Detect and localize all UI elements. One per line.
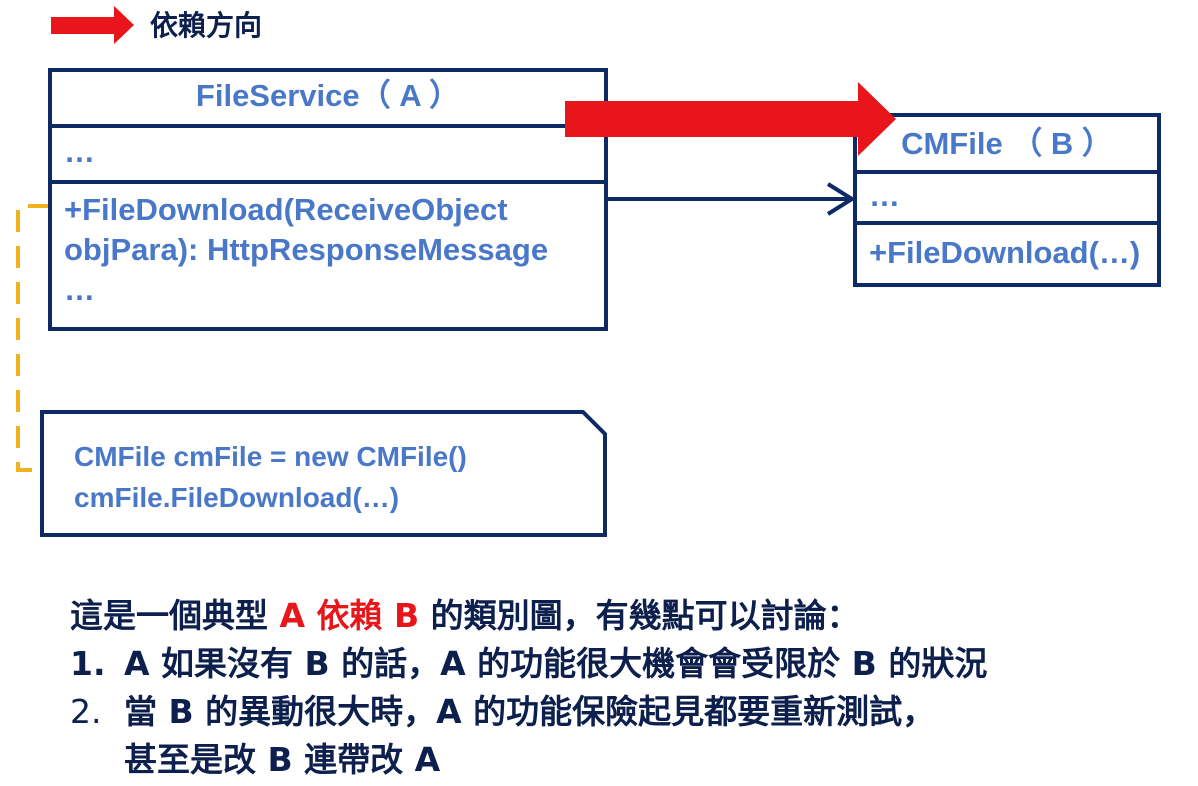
class-a-methods-section: +FileDownload(ReceiveObject objPara): Ht… — [52, 190, 548, 310]
note-connector-dashed — [16, 204, 50, 472]
class-a-method-line: … — [64, 272, 95, 307]
code-note: CMFile cmFile = new CMFile() cmFile.File… — [74, 436, 467, 518]
class-b-attributes: … — [869, 178, 900, 213]
description-item-1: 1. A 如果沒有 B 的話，A 的功能很大機會會受限於 B 的狀況 — [70, 640, 987, 688]
class-a-attributes-section: … — [52, 128, 604, 184]
code-note-line: CMFile cmFile = new CMFile() — [74, 441, 467, 472]
dependency-arrow — [606, 182, 856, 216]
description-item-number: 2. — [70, 692, 102, 731]
code-note-outline — [40, 410, 607, 537]
class-b-title: CMFile （ B ） — [901, 126, 1113, 161]
class-a-method-line: +FileDownload(ReceiveObject — [64, 192, 508, 227]
class-a-method-line: objPara): HttpResponseMessage — [64, 232, 549, 267]
class-a-title-section: FileService（ A ） — [52, 72, 604, 128]
code-note-line: cmFile.FileDownload(…) — [74, 482, 400, 513]
description-intro: 這是一個典型 A 依賴 B 的類別圖，有幾點可以討論： — [70, 592, 860, 640]
class-b-method-line: +FileDownload(…) — [869, 235, 1141, 270]
description-item-2-continuation: 甚至是改 B 連帶改 A — [124, 740, 441, 779]
legend-label: 依賴方向 — [150, 9, 263, 42]
class-b-box: CMFile （ B ） … +FileDownload(…) — [853, 113, 1161, 287]
description-intro-prefix: 這是一個典型 — [70, 596, 280, 635]
description-item-2: 2. 當 B 的異動很大時，A 的功能保險起見都要重新測試， — [70, 688, 935, 736]
legend-arrow-icon — [51, 6, 134, 44]
red-direction-arrow-icon — [565, 82, 896, 156]
description-item-text: 當 B 的異動很大時，A 的功能保險起見都要重新測試， — [124, 692, 936, 731]
class-b-title-section: CMFile （ B ） — [857, 117, 1157, 174]
class-a-attributes: … — [64, 134, 95, 169]
description-item-text: A 如果沒有 B 的話，A 的功能很大機會會受限於 B 的狀況 — [124, 644, 988, 683]
description-item-number: 1. — [70, 644, 106, 683]
description-intro-suffix: 的類別圖，有幾點可以討論： — [419, 596, 860, 635]
class-a-title: FileService（ A ） — [195, 78, 461, 113]
class-b-methods-section: +FileDownload(…) — [857, 233, 1140, 273]
class-a-box: FileService（ A ） … +FileDownload(Receive… — [48, 68, 608, 331]
description-highlight: A 依賴 B — [279, 596, 420, 635]
class-b-attributes-section: … — [857, 174, 1157, 225]
